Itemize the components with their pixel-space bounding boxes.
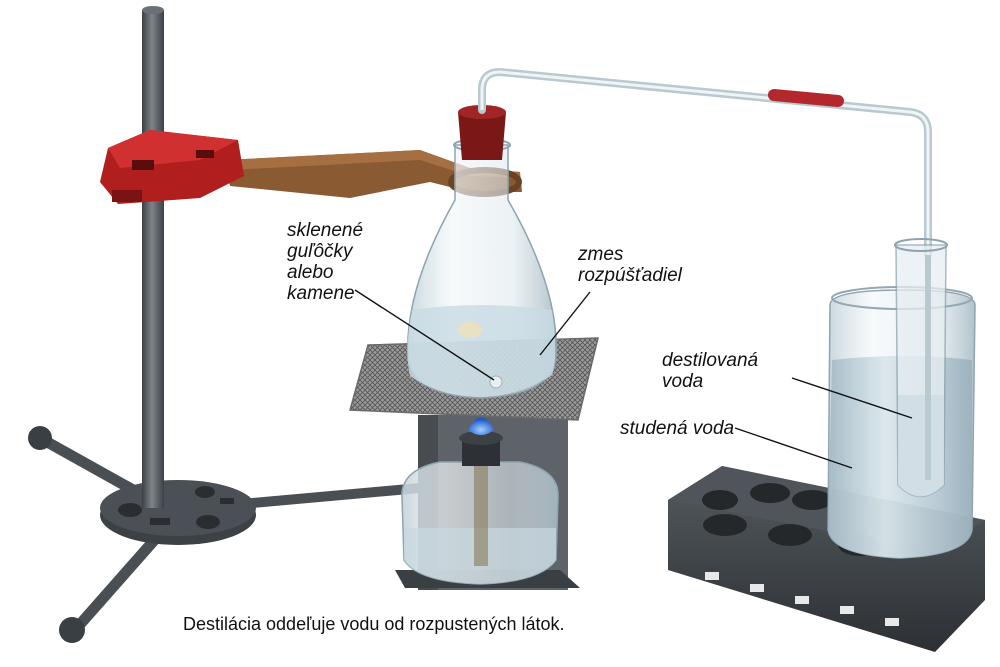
stand-foot-front: [59, 617, 85, 643]
retort-stand: [28, 6, 425, 643]
label-cold-water: studená voda: [620, 418, 735, 439]
burner-flame: [468, 417, 494, 435]
collecting-test-tube: [894, 238, 948, 498]
stand-foot-left: [28, 426, 52, 450]
tube-connector: [768, 89, 844, 107]
figure-caption: Destilácia oddeľuje vodu od rozpustených…: [183, 614, 565, 634]
leader-cold-water: [734, 427, 853, 469]
stand-leg-right: [225, 483, 425, 510]
label-distilled-water: destilovaná voda: [662, 350, 759, 392]
label-solvent-mixture: zmes rozpúšťadiel: [578, 244, 682, 286]
label-glass-beads: sklenené guľôčky alebo kamene: [287, 220, 364, 304]
delivery-tube: [478, 68, 932, 259]
flask-clamp: [100, 130, 522, 204]
leader-glass-beads: [354, 289, 495, 381]
leader-solvent-mixture: [539, 291, 591, 356]
leader-lines: [354, 289, 913, 469]
stand-leg-front: [69, 522, 171, 636]
leader-distilled-water: [791, 377, 913, 419]
alcohol-burner: [401, 431, 559, 585]
stand-rod: [142, 10, 164, 508]
